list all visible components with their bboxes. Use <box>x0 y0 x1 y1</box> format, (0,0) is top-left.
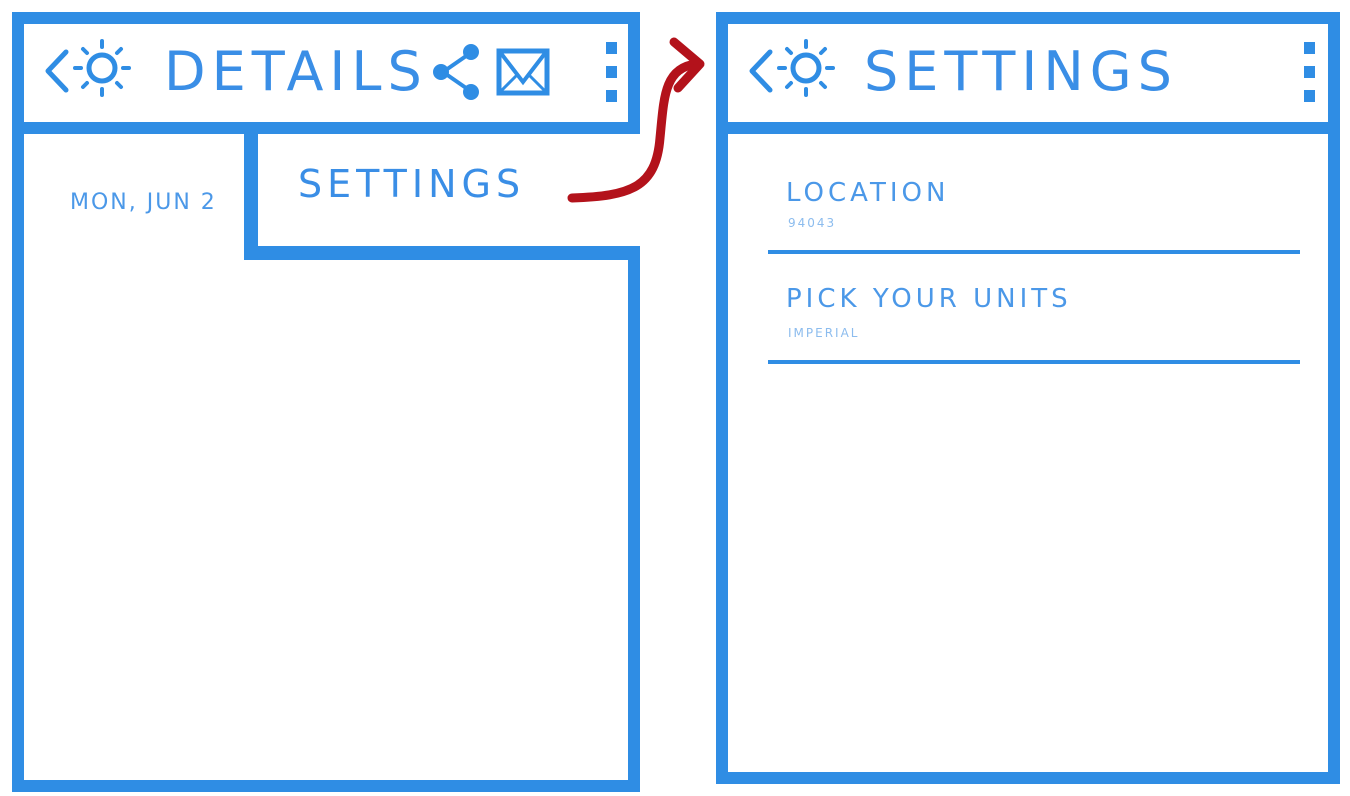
menu-item-settings[interactable]: SETTINGS <box>298 162 526 206</box>
sun-icon <box>777 39 835 97</box>
share-icon[interactable] <box>431 44 481 100</box>
preference-title: PICK YOUR UNITS <box>786 284 1072 314</box>
overflow-popup-menu: SETTINGS <box>244 134 640 260</box>
preference-location[interactable]: LOCATION 94043 <box>768 146 1300 254</box>
mail-icon[interactable] <box>496 48 550 96</box>
preference-title: LOCATION <box>786 178 950 208</box>
overflow-menu-icon[interactable] <box>1302 40 1318 104</box>
settings-app-bar: SETTINGS <box>728 24 1328 134</box>
sun-icon <box>73 39 131 97</box>
details-title: DETAILS <box>164 40 428 103</box>
overflow-menu-icon[interactable] <box>604 40 620 104</box>
date-label: MON, JUN 2 <box>70 190 217 215</box>
navigation-arrow <box>567 37 705 203</box>
settings-title: SETTINGS <box>864 40 1178 103</box>
settings-screen: SETTINGS LOCATION 94043 PICK YOUR UNITS … <box>716 12 1340 784</box>
preference-units[interactable]: PICK YOUR UNITS IMPERIAL <box>768 254 1300 364</box>
preference-summary: IMPERIAL <box>788 326 860 340</box>
details-app-bar: DETAILS <box>24 24 628 134</box>
details-screen: DETAILS MON, JUN 2 SETTINGS <box>12 12 640 792</box>
preference-summary: 94043 <box>788 216 837 230</box>
back-arrow-icon[interactable] <box>42 46 70 96</box>
back-arrow-icon[interactable] <box>746 46 774 96</box>
